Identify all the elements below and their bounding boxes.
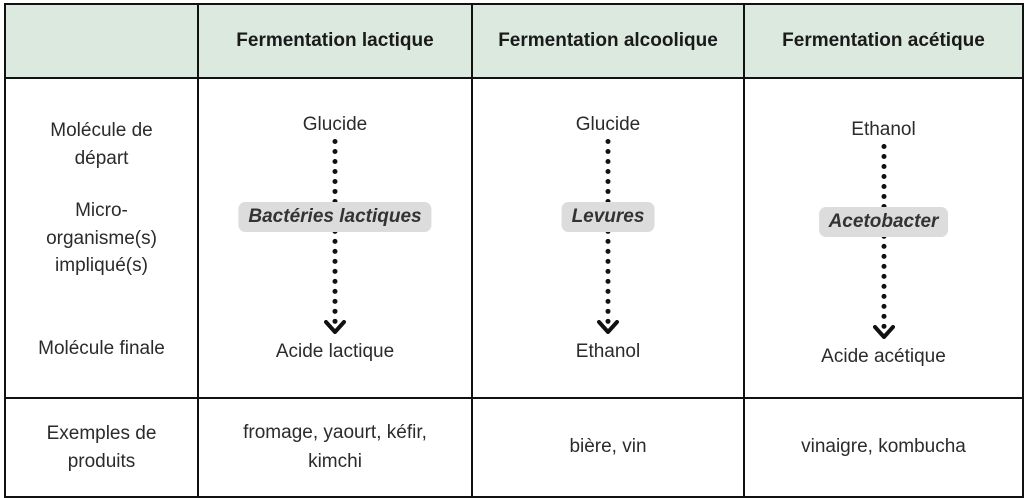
lactic-examples-line1: fromage, yaourt, kéfir, [243,422,427,443]
header-row: Fermentation lactique Fermentation alcoo… [4,3,1024,79]
lactic-final-molecule: Acide lactique [275,341,395,362]
label-start-line1: Molécule de [50,120,153,141]
label-microorganism: Micro- organisme(s) impliqué(s) [6,197,197,280]
lactic-process-cell: Glucide Bactéries lactiques Acide lactiq… [197,77,473,399]
acetic-organism-badge: Acetobacter [818,207,949,237]
process-row: Molécule de départ Micro- organisme(s) i… [4,77,1024,399]
lactic-start-molecule: Glucide [302,114,368,135]
acetic-examples-line1: vinaigre, kombucha [801,436,966,458]
row-labels-cell: Molécule de départ Micro- organisme(s) i… [4,77,199,399]
alcoholic-process-cell: Glucide Levures Ethanol [471,77,745,399]
arrow-down-icon [872,325,895,339]
label-micro-line2: organisme(s) [46,227,157,249]
lactic-organism-badge: Bactéries lactiques [238,202,432,232]
lactic-examples-line2: kimchi [308,450,362,472]
fermentation-table: Fermentation lactique Fermentation alcoo… [4,3,1024,498]
label-micro-line3: impliqué(s) [55,255,148,277]
header-alcoholic: Fermentation alcoolique [471,3,745,79]
alcoholic-examples-line1: bière, vin [569,436,647,458]
acetic-examples: vinaigre, kombucha [743,397,1024,498]
alcoholic-examples: bière, vin [471,397,745,498]
label-examples-line1: Exemples de [46,422,157,444]
acetic-final-molecule: Acide acétique [821,346,946,367]
label-start-line2: départ [74,147,129,169]
header-lactic: Fermentation lactique [197,3,473,79]
header-acetic: Fermentation acétique [743,3,1024,79]
alcoholic-organism-badge: Levures [561,202,655,232]
alcoholic-final-molecule: Ethanol [575,341,641,362]
examples-row: Exemples de produits fromage, yaourt, ké… [4,397,1024,498]
label-start-molecule: Molécule de départ [6,117,197,172]
label-examples: Exemples de produits [4,397,199,498]
lactic-examples: fromage, yaourt, kéfir, kimchi [197,397,473,498]
acetic-start-molecule: Ethanol [851,119,916,140]
arrow-down-icon [597,320,619,334]
label-micro-line1: Micro- [75,200,128,221]
alcoholic-start-molecule: Glucide [575,114,641,135]
header-empty-cell [4,3,199,79]
label-final-molecule: Molécule finale [38,338,165,359]
arrow-down-icon [324,320,346,334]
acetic-process-cell: Ethanol Acetobacter Acide acétique [743,77,1024,399]
label-examples-line2: produits [67,450,136,472]
